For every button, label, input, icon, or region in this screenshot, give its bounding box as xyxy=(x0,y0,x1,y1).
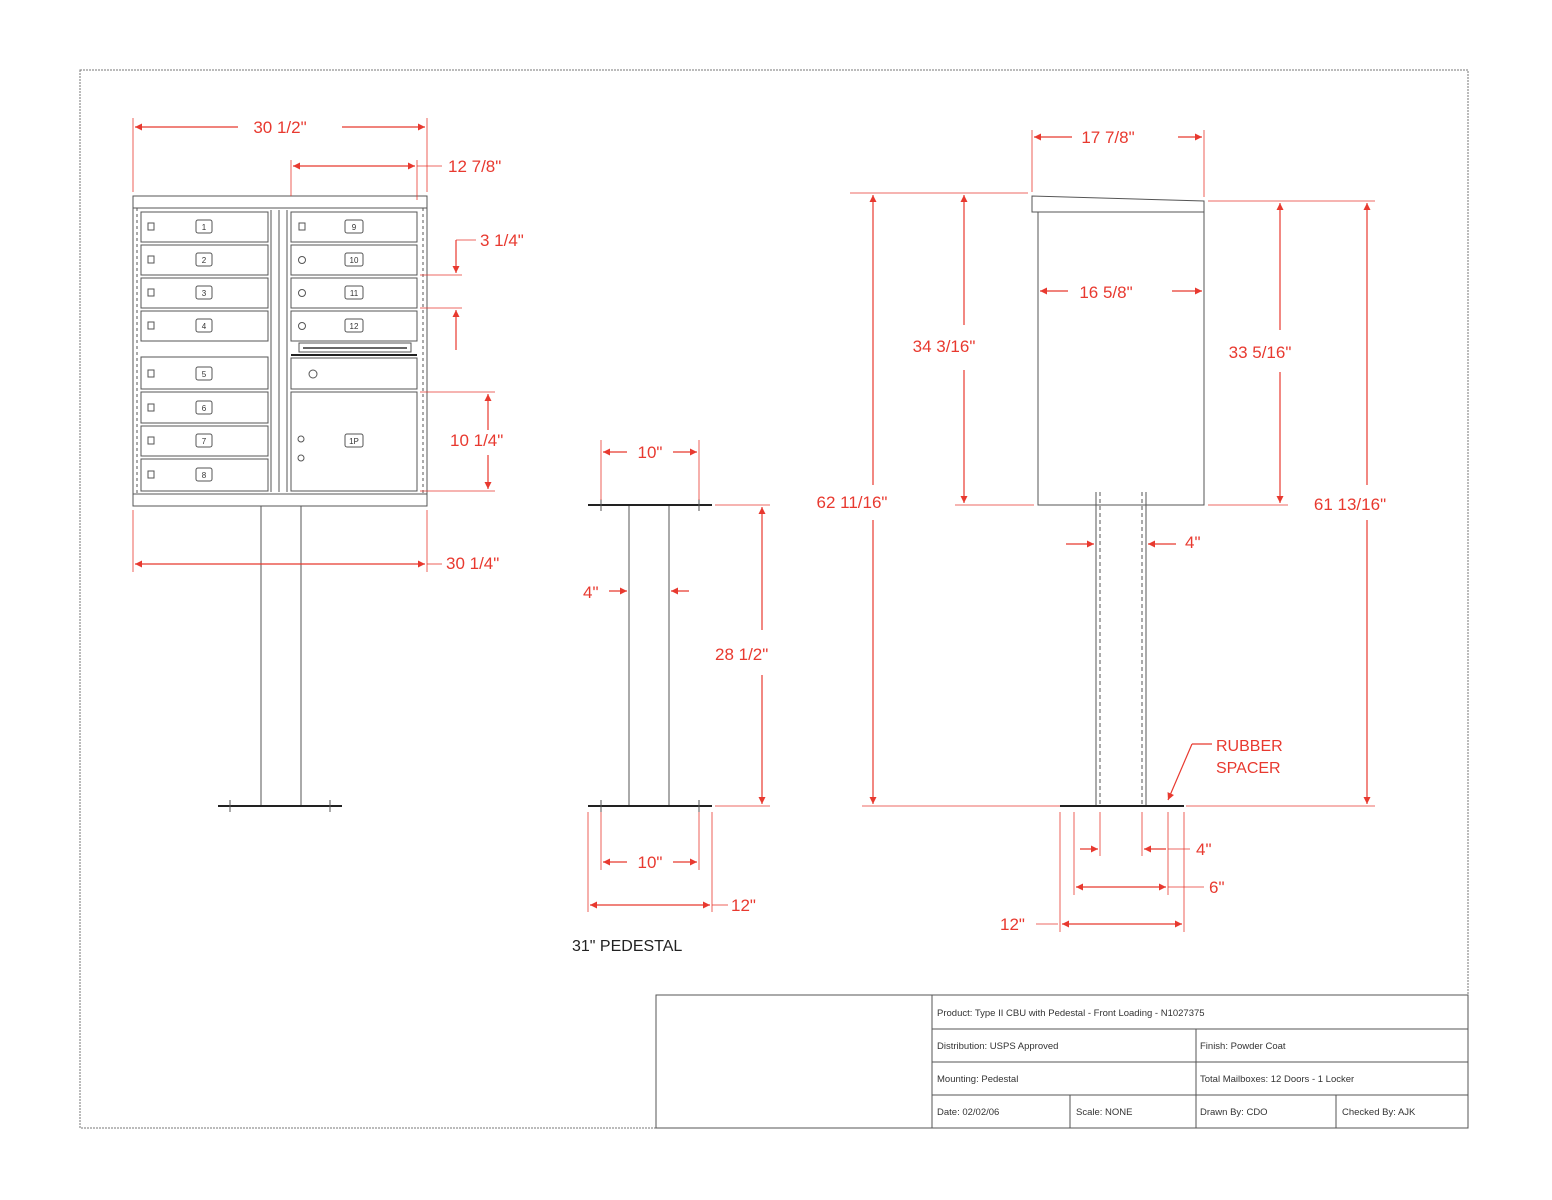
lock-icon xyxy=(147,470,155,479)
door-number: 11 xyxy=(350,289,359,298)
tb-total: Total Mailboxes: 12 Doors - 1 Locker xyxy=(1200,1074,1354,1085)
tb-drawn: Drawn By: CDO xyxy=(1200,1107,1268,1118)
lock-icon xyxy=(147,255,155,264)
door-2 xyxy=(140,244,269,276)
outgoing-mail-slot xyxy=(298,342,412,353)
door-number: 8 xyxy=(202,471,207,480)
dim-ped-base-inner: 10" xyxy=(638,853,663,872)
tb-date: Date: 02/02/06 xyxy=(937,1107,999,1118)
door-1 xyxy=(140,211,269,243)
dim-side-base-post: 4" xyxy=(1196,840,1212,859)
parcel-locker xyxy=(290,391,418,492)
lock-icon xyxy=(308,369,318,379)
front-cabinet xyxy=(132,195,428,507)
dim-side-box-height-left: 34 3/16" xyxy=(913,337,976,356)
lock-icon xyxy=(147,436,155,445)
left-door-column: 1 2 3 4 5 6 7 8 xyxy=(140,211,269,492)
lock-icon xyxy=(147,369,155,378)
side-view: 17 7/8" 16 5/8" 34 3/16" 62 11/16" 33 5/… xyxy=(817,128,1387,934)
door-3 xyxy=(140,277,269,309)
door-5 xyxy=(140,356,269,390)
lock-icon xyxy=(147,222,155,231)
tb-distribution: Distribution: USPS Approved xyxy=(937,1041,1058,1052)
drawing-border xyxy=(79,69,1469,1129)
door-number: 9 xyxy=(352,223,357,232)
lock-icon xyxy=(147,403,155,412)
dim-parcel-height: 10 1/4" xyxy=(450,431,503,450)
door-11 xyxy=(290,277,418,309)
dim-ped-post: 4" xyxy=(583,583,599,602)
door-number: 4 xyxy=(202,322,207,331)
dim-front-width-bottom: 30 1/4" xyxy=(446,554,499,573)
side-top-cap xyxy=(1031,195,1205,213)
dim-side-post: 4" xyxy=(1185,533,1201,552)
door-number: 3 xyxy=(202,289,207,298)
lock-icon xyxy=(147,288,155,297)
dim-ped-top-width: 10" xyxy=(638,443,663,462)
tb-product: Product: Type II CBU with Pedestal - Fro… xyxy=(937,1008,1205,1019)
lock-icon xyxy=(298,256,306,264)
dim-side-base-mid: 6" xyxy=(1209,878,1225,897)
rubber-spacer-label-1: RUBBER xyxy=(1216,738,1283,755)
lock-icon xyxy=(297,454,305,462)
front-view: 1 2 3 4 5 6 7 8 xyxy=(132,118,524,812)
tb-finish: Finish: Powder Coat xyxy=(1200,1041,1286,1052)
door-9 xyxy=(290,211,418,243)
door-number: 5 xyxy=(202,370,207,379)
door-8 xyxy=(140,458,269,492)
pedestal-label: 31" PEDESTAL xyxy=(572,938,682,955)
door-number: 12 xyxy=(350,322,359,331)
dim-front-half-width: 12 7/8" xyxy=(448,157,501,176)
dim-ped-height: 28 1/2" xyxy=(715,645,768,664)
door-number: 2 xyxy=(202,256,207,265)
title-block: Product: Type II CBU with Pedestal - Fro… xyxy=(655,994,1469,1129)
dim-ped-base-outer: 12" xyxy=(731,896,756,915)
door-4 xyxy=(140,310,269,342)
dim-overall-right: 61 13/16" xyxy=(1314,495,1386,514)
dim-side-inner-width: 16 5/8" xyxy=(1079,283,1132,302)
collection-door xyxy=(290,357,418,390)
lock-icon xyxy=(298,322,306,330)
dim-side-box-height-right: 33 5/16" xyxy=(1229,343,1292,362)
lock-icon xyxy=(297,435,305,443)
rubber-spacer-label-2: SPACER xyxy=(1216,760,1281,777)
door-6 xyxy=(140,391,269,424)
tb-checked: Checked By: AJK xyxy=(1342,1107,1416,1118)
side-cabinet xyxy=(1037,211,1205,506)
dim-side-width-top: 17 7/8" xyxy=(1081,128,1134,147)
door-number: 1P xyxy=(349,437,359,446)
dim-overall-left: 62 11/16" xyxy=(817,493,888,512)
dim-side-base-outer: 12" xyxy=(1000,915,1025,934)
door-7 xyxy=(140,425,269,457)
door-number: 7 xyxy=(202,437,207,446)
tb-mounting: Mounting: Pedestal xyxy=(937,1074,1018,1085)
dim-front-width-top: 30 1/2" xyxy=(253,118,306,137)
pedestal-view: 10" 4" 28 1/2" 10" 12" 31" PEDESTAL xyxy=(572,440,770,955)
door-number: 1 xyxy=(202,223,207,232)
dim-door-height: 3 1/4" xyxy=(480,231,524,250)
lock-icon xyxy=(298,289,306,297)
door-number: 6 xyxy=(202,404,207,413)
lock-icon xyxy=(147,321,155,330)
right-door-column: 9 10 11 12 1P xyxy=(290,211,418,492)
lock-icon xyxy=(298,222,306,231)
door-10 xyxy=(290,244,418,276)
tb-scale: Scale: NONE xyxy=(1076,1107,1133,1118)
door-number: 10 xyxy=(350,256,359,265)
door-12 xyxy=(290,310,418,342)
